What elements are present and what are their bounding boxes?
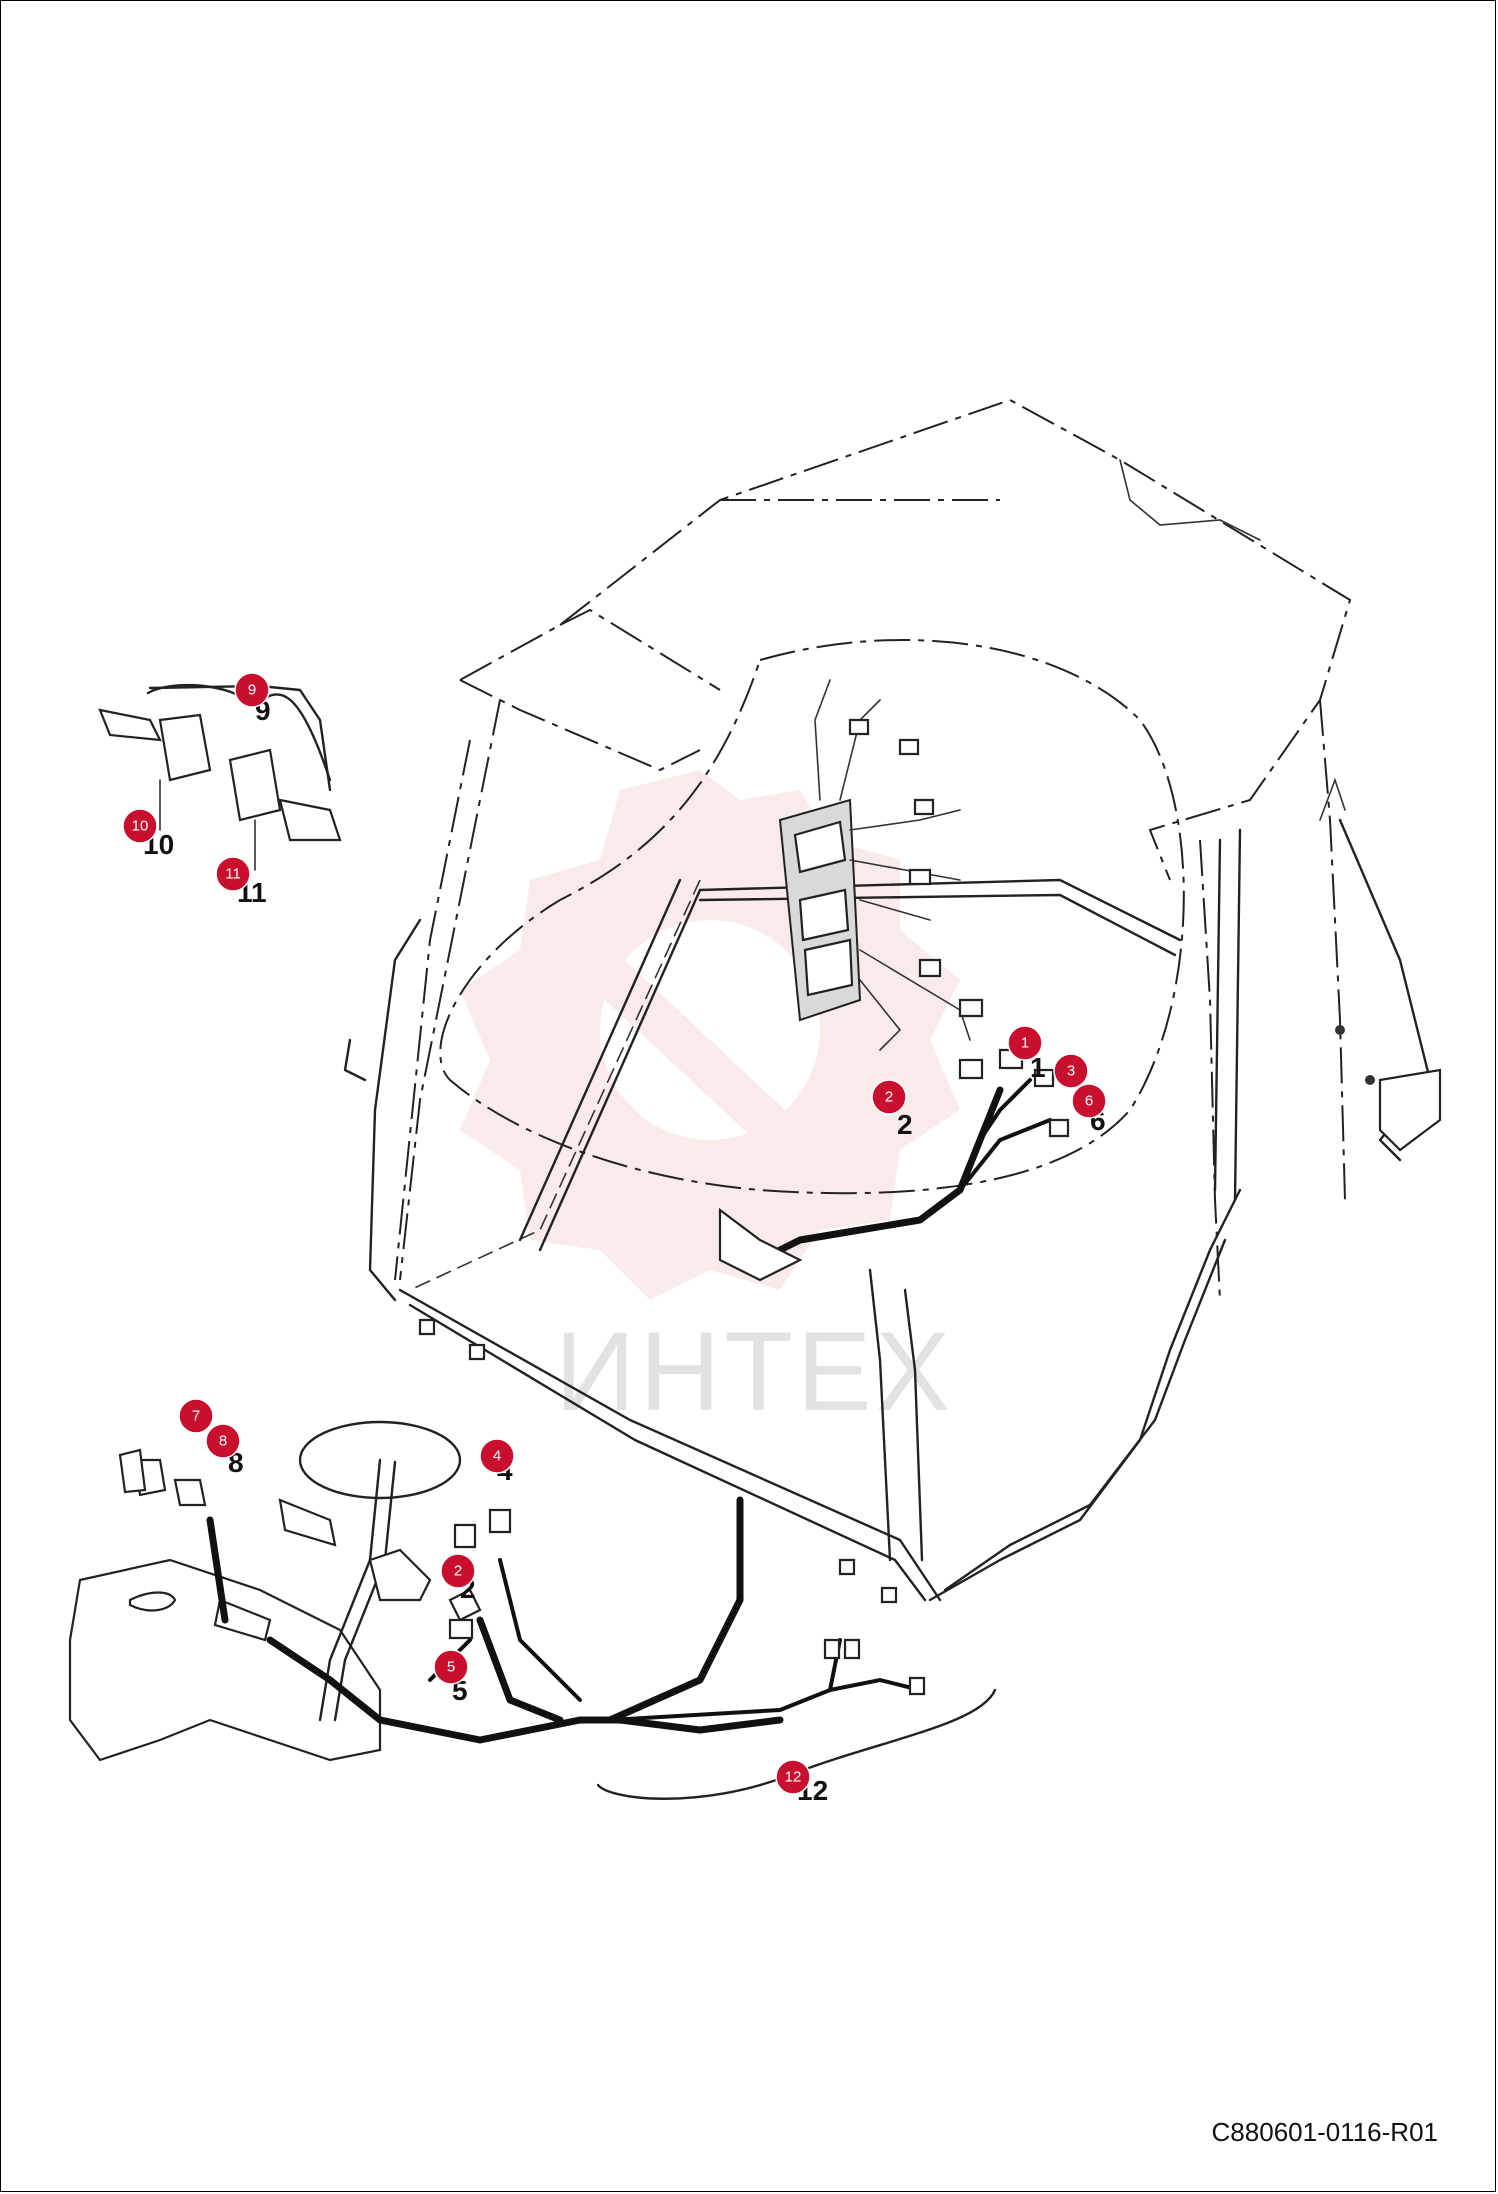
part-number-2: 2 bbox=[897, 1109, 913, 1140]
svg-text:3: 3 bbox=[1067, 1063, 1075, 1080]
watermark-text: ИНТЕХ bbox=[555, 1309, 954, 1434]
svg-text:2: 2 bbox=[454, 1563, 462, 1580]
drawing-code: C880601-0116-R01 bbox=[1212, 2117, 1438, 2147]
callout-1[interactable]: 1 bbox=[1007, 1025, 1043, 1061]
switch-assembly-9 bbox=[98, 684, 342, 871]
callout-11[interactable]: 11 bbox=[215, 856, 251, 892]
svg-text:1: 1 bbox=[1021, 1035, 1029, 1052]
svg-text:10: 10 bbox=[132, 818, 149, 835]
svg-text:11: 11 bbox=[225, 866, 241, 883]
callout-9[interactable]: 9 bbox=[234, 672, 270, 708]
fuse-box-assembly bbox=[718, 679, 1070, 1282]
callout-3[interactable]: 3 bbox=[1053, 1053, 1089, 1089]
callout-2[interactable]: 2 bbox=[871, 1079, 907, 1115]
cab-outline bbox=[343, 398, 1442, 1604]
callout-5[interactable]: 5 bbox=[433, 1649, 469, 1685]
svg-text:2: 2 bbox=[885, 1089, 893, 1106]
callout-8[interactable]: 8 bbox=[205, 1423, 241, 1459]
svg-text:6: 6 bbox=[1085, 1093, 1093, 1110]
steering-console bbox=[68, 1420, 926, 1762]
callout-6[interactable]: 6 bbox=[1071, 1083, 1107, 1119]
svg-text:12: 12 bbox=[785, 1769, 802, 1786]
callout-12[interactable]: 12 bbox=[775, 1759, 811, 1795]
callout-10[interactable]: 10 bbox=[122, 808, 158, 844]
svg-text:9: 9 bbox=[248, 682, 256, 699]
part-number-1: 1 bbox=[1030, 1052, 1046, 1083]
callout-4[interactable]: 4 bbox=[479, 1438, 515, 1474]
svg-text:8: 8 bbox=[219, 1433, 227, 1450]
watermark-logo bbox=[460, 770, 960, 1300]
svg-text:4: 4 bbox=[493, 1448, 501, 1465]
svg-text:7: 7 bbox=[192, 1408, 200, 1425]
callout-7[interactable]: 7 bbox=[178, 1398, 214, 1434]
svg-text:5: 5 bbox=[447, 1659, 455, 1676]
callout-2b[interactable]: 2 bbox=[440, 1553, 476, 1589]
